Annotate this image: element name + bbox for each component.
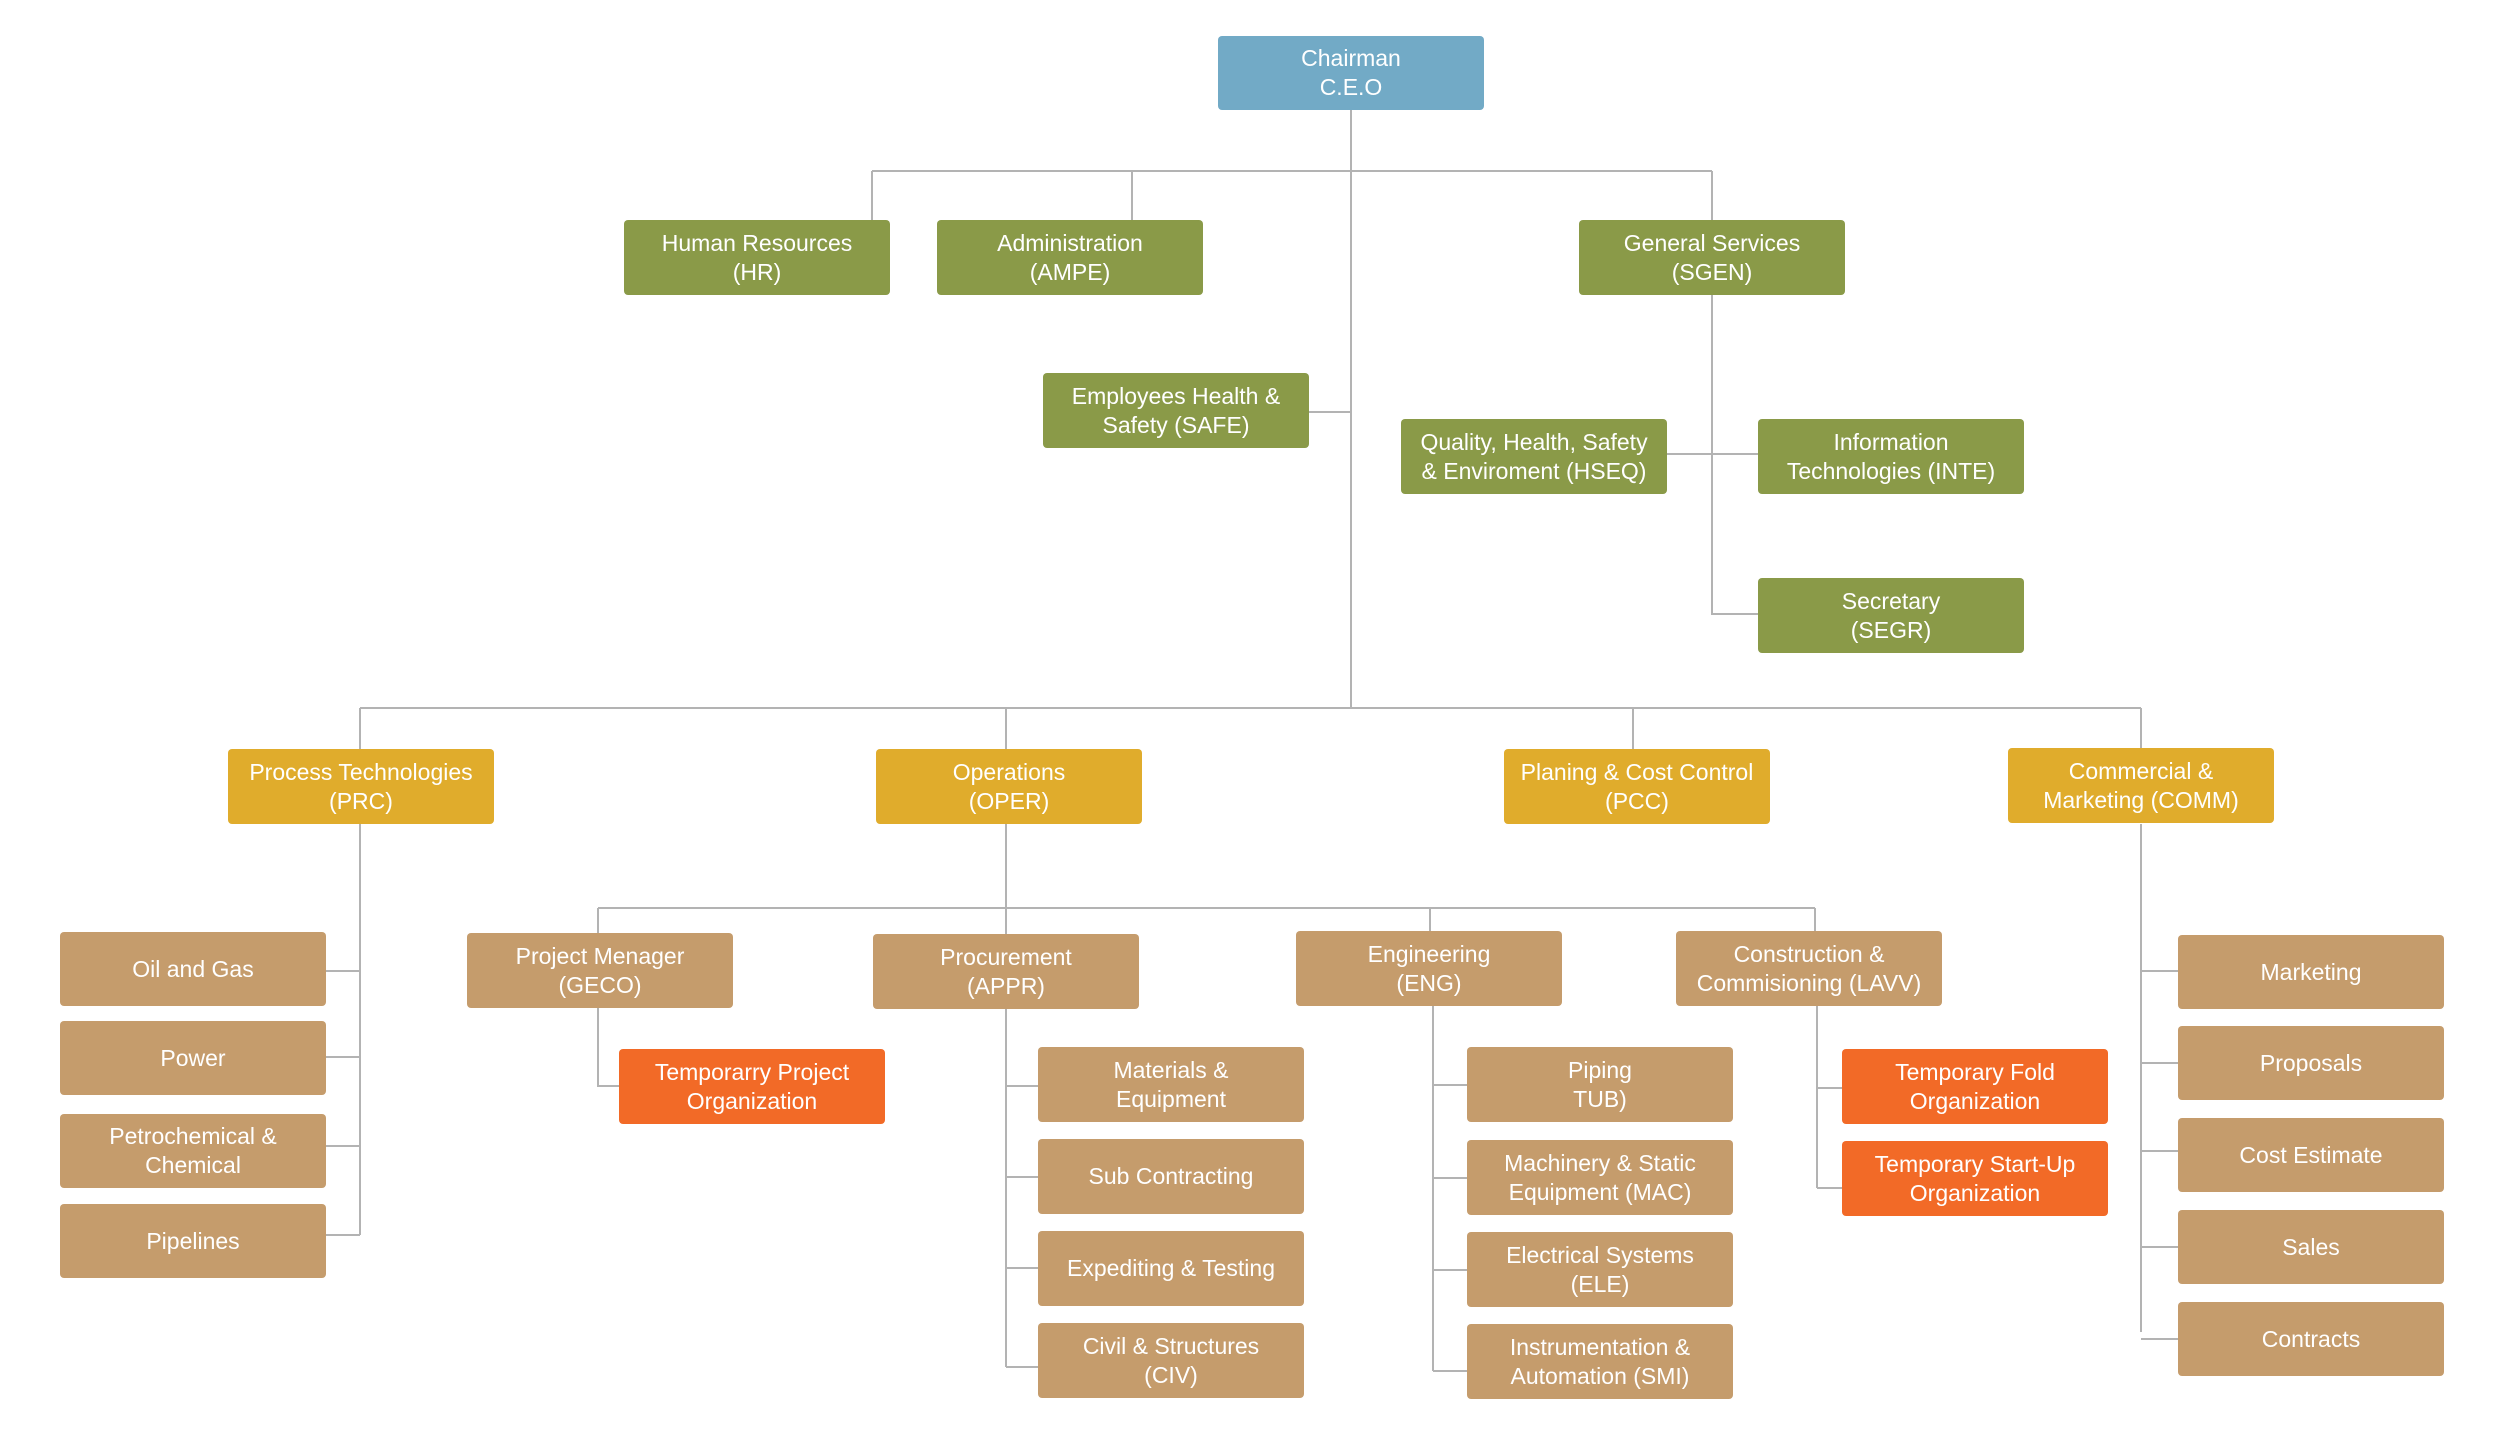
- instrumentation-box: Instrumentation & Automation (SMI): [1467, 1324, 1733, 1399]
- pcc-box: Planing & Cost Control (PCC): [1504, 749, 1770, 824]
- geco-box: Project Menager (GECO): [467, 933, 733, 1008]
- machinery-box: Machinery & Static Equipment (MAC): [1467, 1140, 1733, 1215]
- sales-box: Sales: [2178, 1210, 2444, 1284]
- temp-project-box: Temporarry Project Organization: [619, 1049, 885, 1124]
- inte-box: Information Technologies (INTE): [1758, 419, 2024, 494]
- subcontracting-box: Sub Contracting: [1038, 1139, 1304, 1214]
- temp-fold-box: Temporary Fold Organization: [1842, 1049, 2108, 1124]
- connector: [597, 1008, 619, 1087]
- hseq-box: Quality, Health, Safety & Enviroment (HS…: [1401, 419, 1667, 494]
- cost-estimate-box: Cost Estimate: [2178, 1118, 2444, 1192]
- power-box: Power: [60, 1021, 326, 1095]
- appr-box: Procurement (APPR): [873, 934, 1139, 1009]
- materials-box: Materials & Equipment: [1038, 1047, 1304, 1122]
- comm-box: Commercial & Marketing (COMM): [2008, 748, 2274, 823]
- proposals-box: Proposals: [2178, 1026, 2444, 1100]
- marketing-box: Marketing: [2178, 935, 2444, 1009]
- hr-box: Human Resources (HR): [624, 220, 890, 295]
- eng-box: Engineering (ENG): [1296, 931, 1562, 1006]
- connector: [1711, 295, 1758, 615]
- ampe-box: Administration (AMPE): [937, 220, 1203, 295]
- ceo-box: Chairman C.E.O: [1218, 36, 1484, 110]
- pipelines-box: Pipelines: [60, 1204, 326, 1278]
- piping-box: Piping TUB): [1467, 1047, 1733, 1122]
- contracts-box: Contracts: [2178, 1302, 2444, 1376]
- oil-gas-box: Oil and Gas: [60, 932, 326, 1006]
- oper-box: Operations (OPER): [876, 749, 1142, 824]
- segr-box: Secretary (SEGR): [1758, 578, 2024, 653]
- lavv-box: Construction & Commisioning (LAVV): [1676, 931, 1942, 1006]
- prc-box: Process Technologies (PRC): [228, 749, 494, 824]
- sgen-box: General Services (SGEN): [1579, 220, 1845, 295]
- temp-startup-box: Temporary Start-Up Organization: [1842, 1141, 2108, 1216]
- petrochemical-box: Petrochemical & Chemical: [60, 1114, 326, 1188]
- expediting-box: Expediting & Testing: [1038, 1231, 1304, 1306]
- civil-box: Civil & Structures (CIV): [1038, 1323, 1304, 1398]
- electrical-box: Electrical Systems (ELE): [1467, 1232, 1733, 1307]
- safe-box: Employees Health & Safety (SAFE): [1043, 373, 1309, 448]
